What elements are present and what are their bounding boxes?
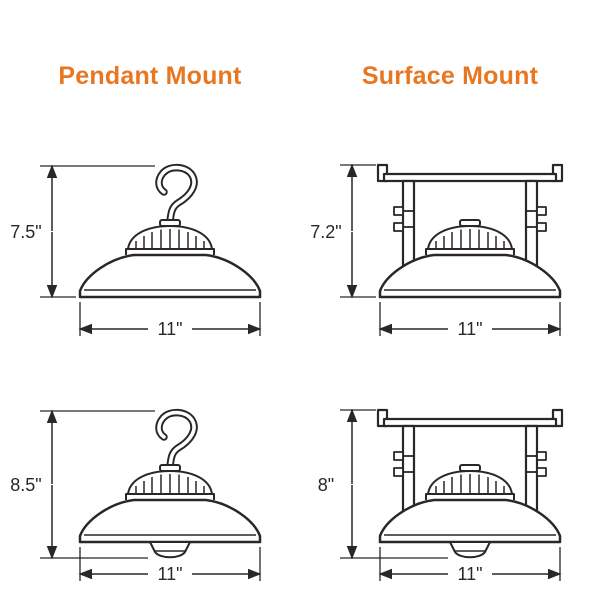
surface-sensor-drawing: 8" 11": [318, 408, 564, 584]
height-dimension: [340, 408, 448, 560]
hook-icon: [159, 413, 194, 467]
pendant-sensor-drawing: 8.5" 11": [10, 344, 262, 584]
pendant-standard-drawing: 7.5" 11": [10, 99, 262, 339]
heatsink-fins: [427, 219, 513, 250]
fixture-surface: [376, 163, 564, 299]
width-dimension-label: 11": [157, 319, 182, 339]
width-dimension: [378, 547, 562, 581]
fixture-pendant: [78, 168, 262, 299]
fixture-body: [78, 247, 262, 299]
width-dimension: [78, 302, 262, 336]
column-headings: Pendant Mount Surface Mount: [0, 0, 600, 91]
hook-icon: [159, 168, 194, 222]
heatsink-fins: [427, 464, 513, 495]
height-dimension-label: 7.2": [310, 222, 341, 242]
panel-surface-sensor: 8" 11": [300, 344, 600, 589]
fixture-surface-sensor: [376, 408, 564, 559]
motion-sensor: [449, 541, 491, 559]
height-dimension-label: 8": [318, 475, 334, 495]
width-dimension-label: 11": [457, 564, 482, 584]
panel-surface-standard: 7.2" 11": [300, 99, 600, 344]
width-dimension: [378, 302, 562, 336]
width-dimension-label: 11": [157, 564, 182, 584]
panel-pendant-standard: 7.5" 11": [0, 99, 300, 344]
height-dimension: [40, 164, 155, 299]
panel-pendant-sensor: 8.5" 11": [0, 344, 300, 589]
height-dimension: [40, 409, 155, 560]
width-dimension-label: 11": [457, 319, 482, 339]
height-dimension: [340, 163, 376, 299]
diagram-grid: 7.5" 11": [0, 99, 600, 589]
surface-standard-drawing: 7.2" 11": [310, 163, 564, 339]
fixture-body: [78, 492, 262, 544]
heatsink-fins: [127, 219, 213, 250]
motion-sensor: [149, 541, 191, 559]
fixture-pendant-sensor: [78, 413, 262, 559]
width-dimension: [78, 547, 262, 581]
surface-mount-heading: Surface Mount: [361, 62, 539, 90]
height-dimension-label: 7.5": [10, 222, 41, 242]
pendant-mount-heading: Pendant Mount: [58, 62, 242, 90]
heatsink-fins: [127, 464, 213, 495]
height-dimension-label: 8.5": [10, 475, 41, 495]
